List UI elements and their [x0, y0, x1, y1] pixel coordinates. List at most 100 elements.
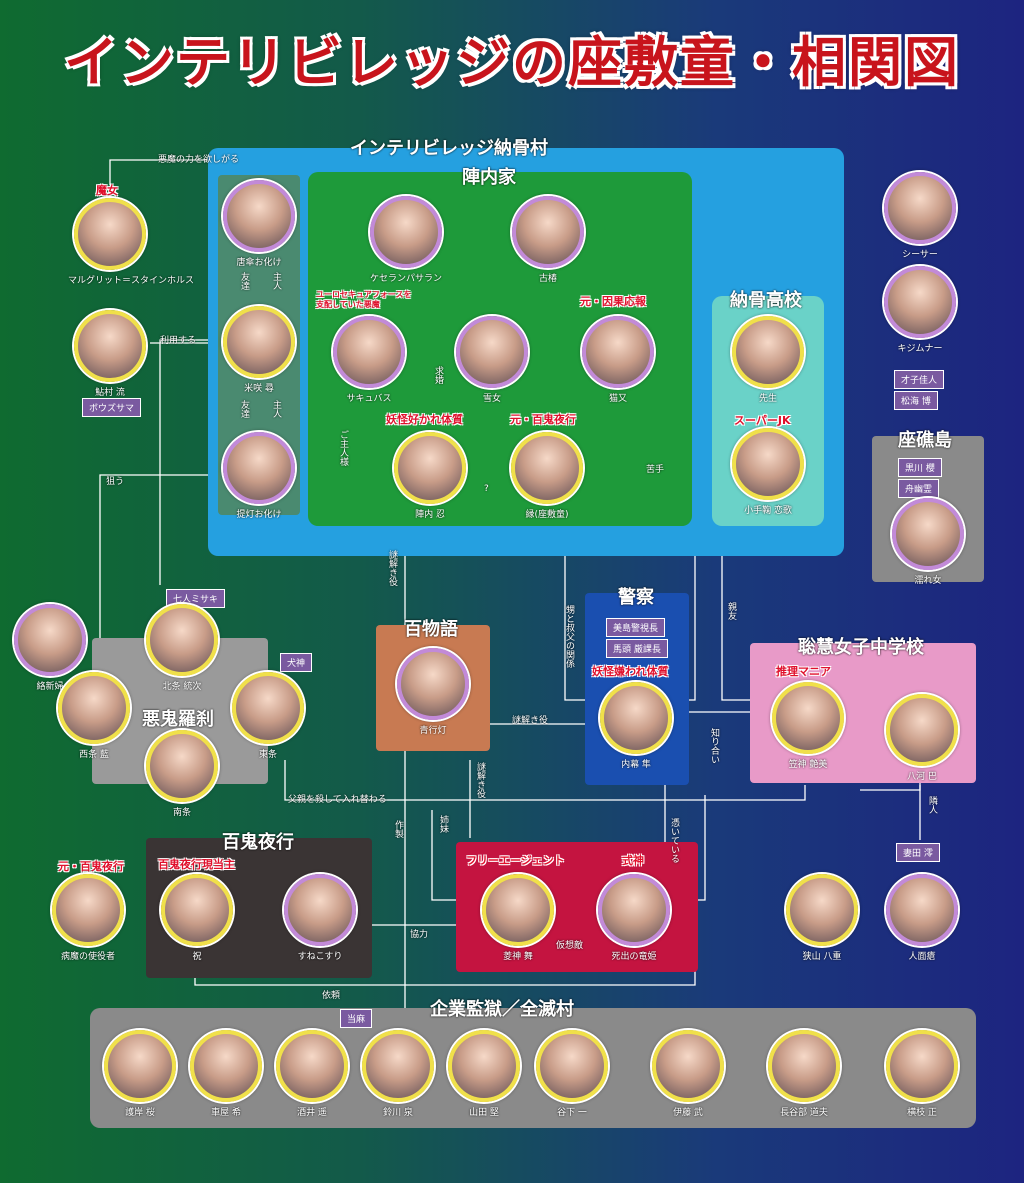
avatar: [732, 428, 804, 500]
char-shinobu[interactable]: 陣内 忍: [388, 432, 472, 520]
group-akki-title: 悪鬼羅刹: [142, 709, 214, 730]
char-kijimuna[interactable]: キジムナー: [878, 266, 962, 354]
role-succubus: ユーロセキュアフォースを 支配していた悪魔: [316, 290, 412, 309]
char-jinmen[interactable]: 人面瘡: [880, 874, 964, 962]
avatar: [786, 874, 858, 946]
avatar: [772, 682, 844, 754]
char-ryuki[interactable]: 死出の竜姫: [592, 874, 676, 962]
avatar: [74, 198, 146, 270]
char-sayama[interactable]: 狭山 八重: [780, 874, 864, 962]
char-ayumura[interactable]: 鮎村 流: [68, 310, 152, 398]
avatar: [52, 874, 124, 946]
tag-bouzu: ボウズサマ: [82, 398, 142, 417]
char-ito[interactable]: 伊藤 武: [646, 1030, 730, 1118]
avatar: [284, 874, 356, 946]
avatar: [333, 316, 405, 388]
rel-nazotoki2: 謎解き役: [512, 716, 549, 726]
char-uchibaku[interactable]: 内幕 隼: [594, 682, 678, 770]
group-zashoto-title: 座礁島: [898, 430, 952, 451]
role-uchibaku: 妖怪嫌われ体質: [592, 665, 669, 678]
char-chochin[interactable]: 提灯お化け: [217, 432, 301, 520]
avatar: [232, 672, 304, 744]
char-shisa[interactable]: シーサー: [878, 172, 962, 260]
rel-question: ?: [484, 484, 489, 494]
char-succubus[interactable]: サキュバス: [327, 316, 411, 404]
avatar: [536, 1030, 608, 1102]
char-sakai[interactable]: 酒井 遥: [270, 1030, 354, 1118]
line-tojo-kasagami: [284, 760, 806, 801]
avatar: [397, 648, 469, 720]
rel-shiriai: 知り合い: [709, 728, 719, 764]
avatar: [146, 730, 218, 802]
role-mai: フリーエージェント: [466, 854, 565, 867]
char-kasagami[interactable]: 笠神 艶美: [766, 682, 850, 770]
avatar: [652, 1030, 724, 1102]
rel-nazotoki3: 謎解き役: [475, 762, 485, 798]
char-yamada[interactable]: 山田 堅: [442, 1030, 526, 1118]
avatar: [512, 196, 584, 268]
role-nekomata: 元・因果応報: [580, 295, 646, 308]
avatar: [886, 694, 958, 766]
char-yonesaki[interactable]: 米咲 尋: [217, 306, 301, 394]
avatar: [223, 306, 295, 378]
char-hasebe[interactable]: 長谷部 道夫: [762, 1030, 846, 1118]
avatar: [886, 874, 958, 946]
char-enishi[interactable]: 縁(座敷童): [505, 432, 589, 520]
char-saijo[interactable]: 西条 藍: [52, 672, 136, 760]
group-village-title: インテリビレッジ納骨村: [350, 138, 548, 159]
rel-irai: 依頼: [322, 991, 341, 1001]
char-kesaran[interactable]: ケセランパサラン: [364, 196, 448, 284]
char-tanishita[interactable]: 谷下 一: [530, 1030, 614, 1118]
rel-kyuukon: 求婚: [433, 366, 443, 384]
char-nanjo[interactable]: 南条: [140, 730, 224, 818]
char-yukionna[interactable]: 雪女: [450, 316, 534, 404]
group-jhs-title: 聡慧女子中学校: [798, 637, 924, 658]
role-kasagami: 推理マニア: [776, 665, 831, 678]
avatar: [884, 172, 956, 244]
avatar: [732, 316, 804, 388]
char-hafuri[interactable]: 祝: [155, 874, 239, 962]
char-suzukawa[interactable]: 鈴川 泉: [356, 1030, 440, 1118]
char-karakasa[interactable]: 唐傘お化け: [217, 180, 301, 268]
char-suneko[interactable]: すねこすり: [278, 874, 362, 962]
tag-kurokawa: 黒川 櫻: [898, 458, 942, 477]
char-kurumaya[interactable]: 車屋 希: [184, 1030, 268, 1118]
rel-riyou: 利用する: [160, 336, 197, 346]
group-highschool-title: 納骨高校: [730, 290, 802, 311]
tag-toushu: 当麻: [340, 1009, 373, 1028]
rel-nigate: 苦手: [646, 465, 665, 475]
char-nureonna[interactable]: 濡れ女: [886, 498, 970, 586]
char-nekomata[interactable]: 猫又: [576, 316, 660, 404]
char-yokoeda[interactable]: 横枝 正: [880, 1030, 964, 1118]
rel-kyoryoku: 協力: [410, 930, 429, 940]
char-furutsubaki[interactable]: 古椿: [506, 196, 590, 284]
char-byoma[interactable]: 病魔の使役者: [46, 874, 130, 962]
rel-yuujin2: 友達: [239, 400, 249, 418]
char-majo[interactable]: マルグリット＝スタインホルス: [68, 198, 194, 286]
avatar: [482, 874, 554, 946]
avatar: [223, 180, 295, 252]
tag-funazuke: 舟幽霊: [898, 479, 940, 498]
char-hojo[interactable]: 北条 統次: [140, 604, 224, 692]
char-mai[interactable]: 菱神 舞: [476, 874, 560, 962]
avatar: [14, 604, 86, 676]
char-goga[interactable]: 護岸 桜: [98, 1030, 182, 1118]
char-kinshinfu[interactable]: 絡新婦: [8, 604, 92, 692]
char-tojo[interactable]: 東条: [226, 672, 310, 760]
char-aoandon[interactable]: 青行灯: [391, 648, 475, 736]
char-yakawa[interactable]: 八河 巴: [880, 694, 964, 782]
char-sensei[interactable]: 先生: [726, 316, 810, 404]
group-corp-title: 企業監獄／全滅村: [430, 999, 574, 1020]
avatar: [370, 196, 442, 268]
avatar: [161, 874, 233, 946]
line-nerau: [99, 474, 225, 640]
role-majo: 魔女: [96, 184, 118, 197]
group-hyakumonogatari-title: 百物語: [404, 619, 458, 640]
rel-yuujin1: 友達: [239, 272, 249, 290]
char-koteyama[interactable]: 小手鞠 恋歌: [726, 428, 810, 516]
rel-rinjin: 隣人: [927, 796, 937, 814]
rel-shujin1: 主人: [271, 272, 281, 290]
tag-umaatama: 馬頭 厳課長: [606, 639, 668, 658]
role-hafuri: 百鬼夜行現当主: [158, 858, 235, 871]
avatar: [511, 432, 583, 504]
